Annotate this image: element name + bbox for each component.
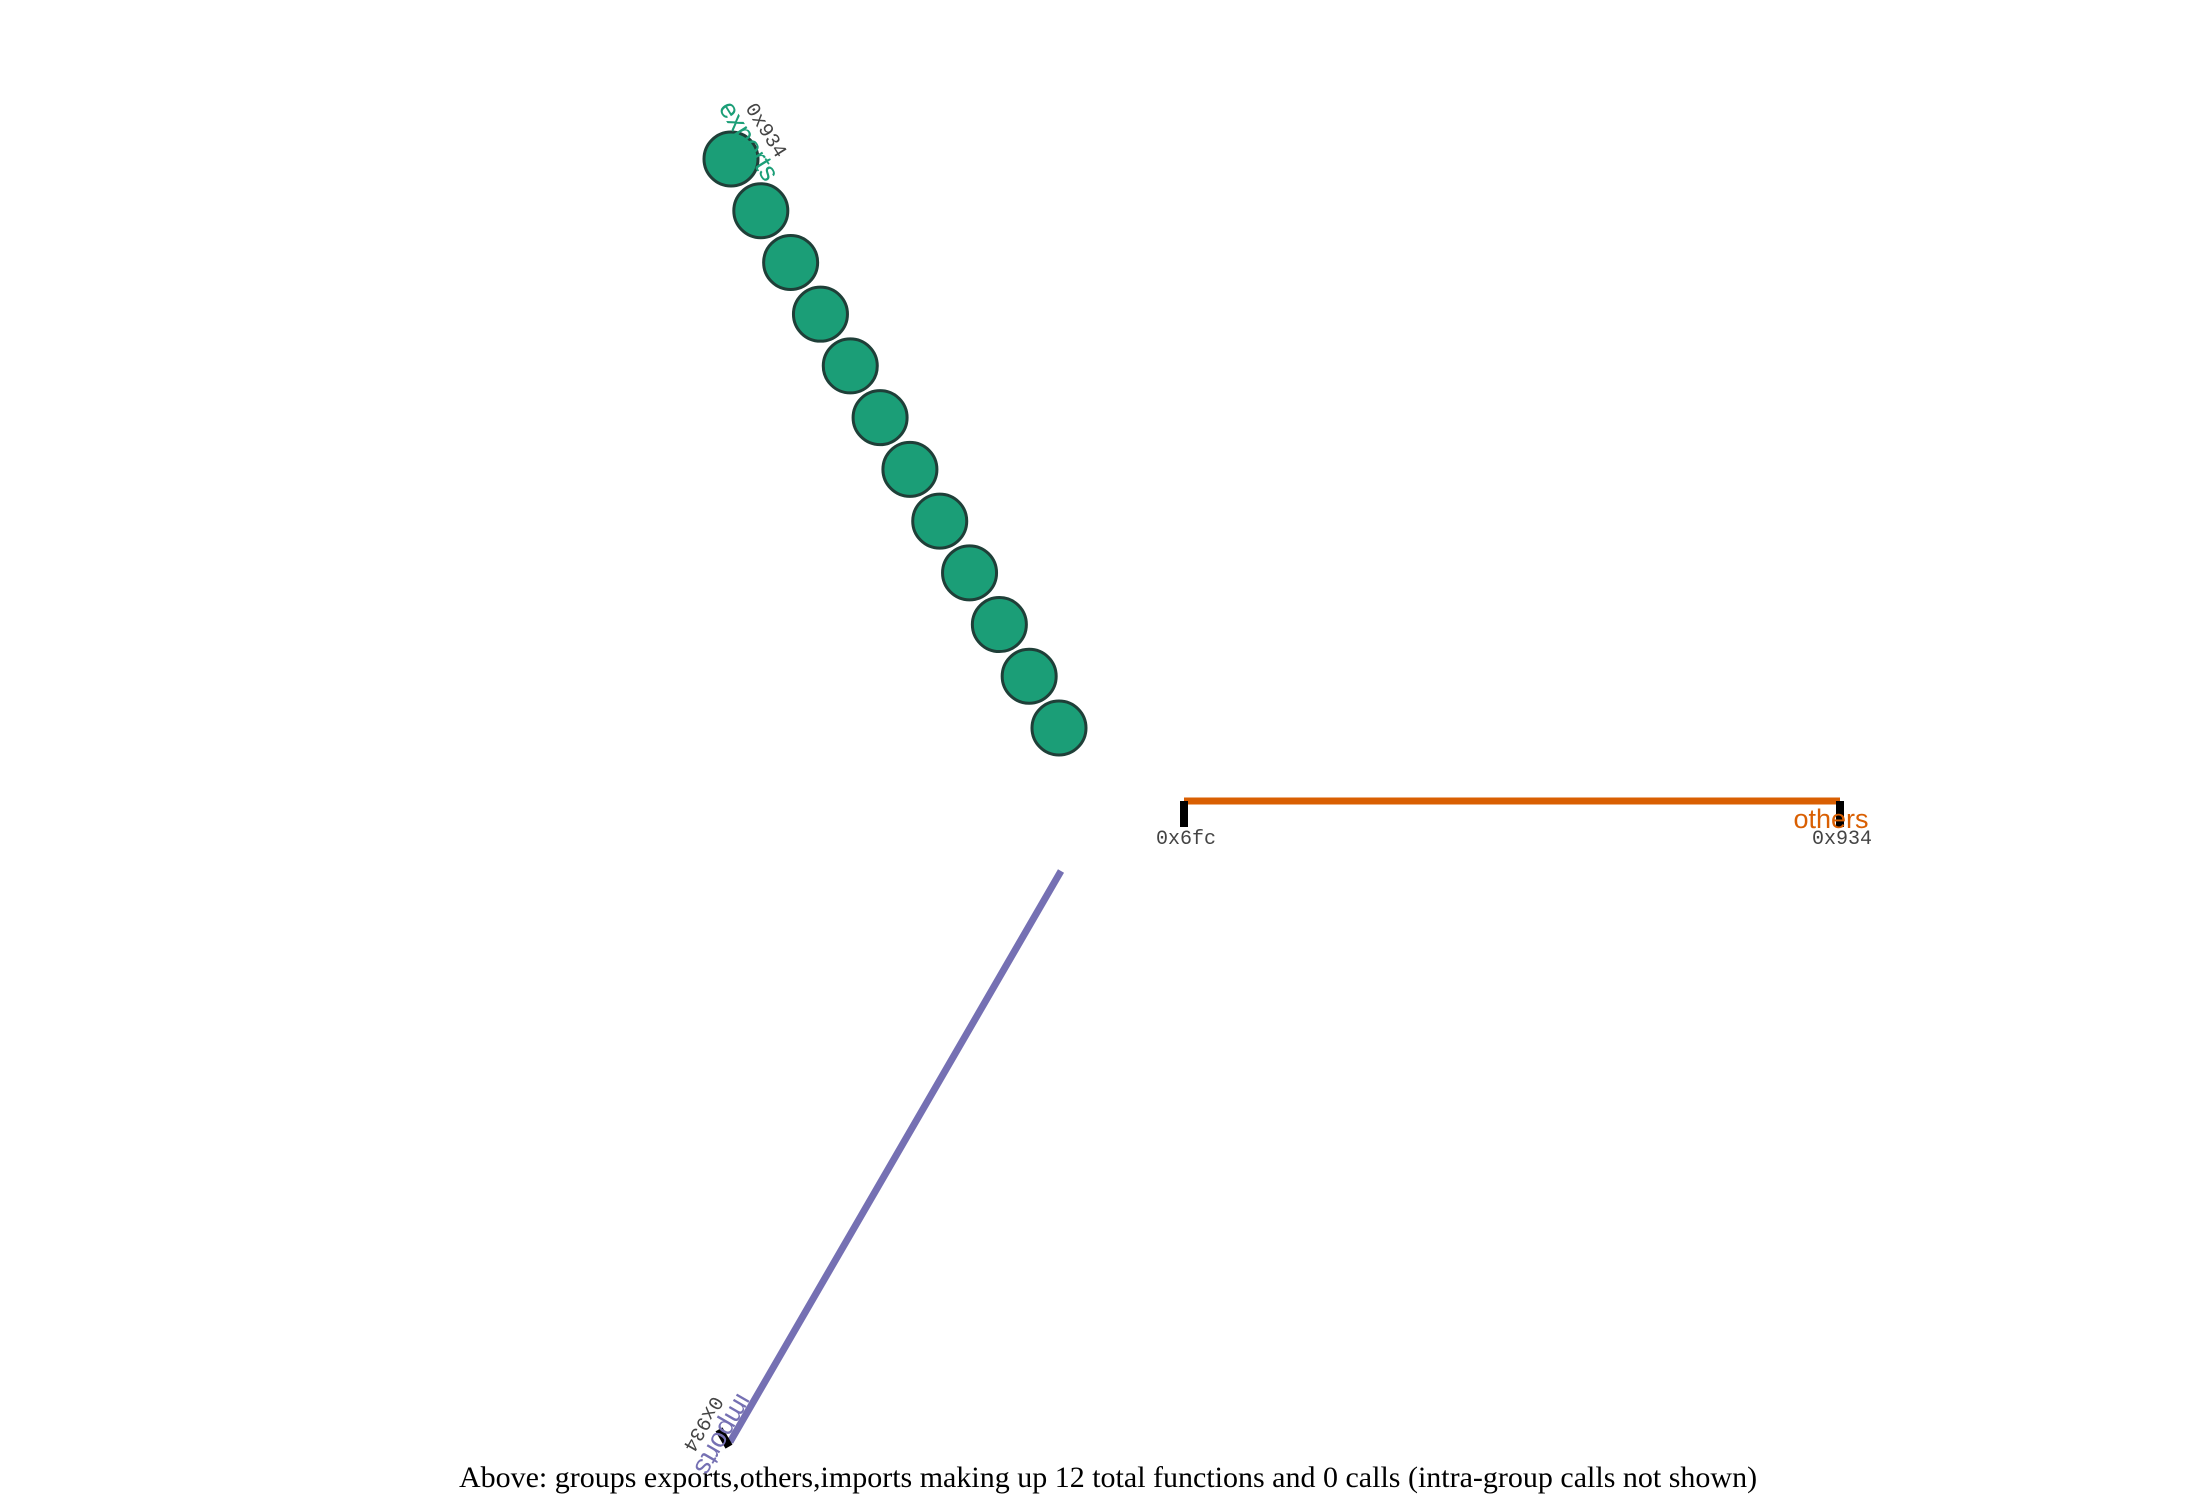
others-start-tick — [1180, 801, 1188, 827]
exports-function-node — [702, 130, 760, 188]
imports-axis-line — [726, 869, 1065, 1444]
exports-function-node — [821, 337, 879, 395]
exports-function-node — [851, 389, 909, 447]
imports-start-tick — [715, 1427, 733, 1449]
others-start-address: 0x6fc — [1156, 828, 1216, 851]
others-end-tick — [1836, 801, 1844, 827]
imports-axis: imports 0x934 — [677, 869, 1065, 1481]
exports-function-node — [941, 544, 999, 602]
exports-function-node — [791, 285, 849, 343]
others-end-address: 0x934 — [1812, 828, 1872, 851]
exports-function-node — [911, 492, 969, 550]
exports-function-node — [1030, 699, 1088, 757]
others-axis: others 0x6fc 0x934 — [1156, 797, 1872, 851]
exports-function-node — [762, 233, 820, 291]
others-axis-label: others — [1793, 804, 1868, 834]
exports-axis: exports 0x934 — [702, 95, 1088, 757]
exports-function-node — [881, 440, 939, 498]
exports-function-node — [732, 182, 790, 240]
exports-function-node — [1000, 647, 1058, 705]
diagram-caption: Above: groups exports,others,imports mak… — [459, 1461, 1757, 1494]
exports-node-group — [702, 130, 1088, 757]
exports-function-node — [970, 596, 1028, 654]
